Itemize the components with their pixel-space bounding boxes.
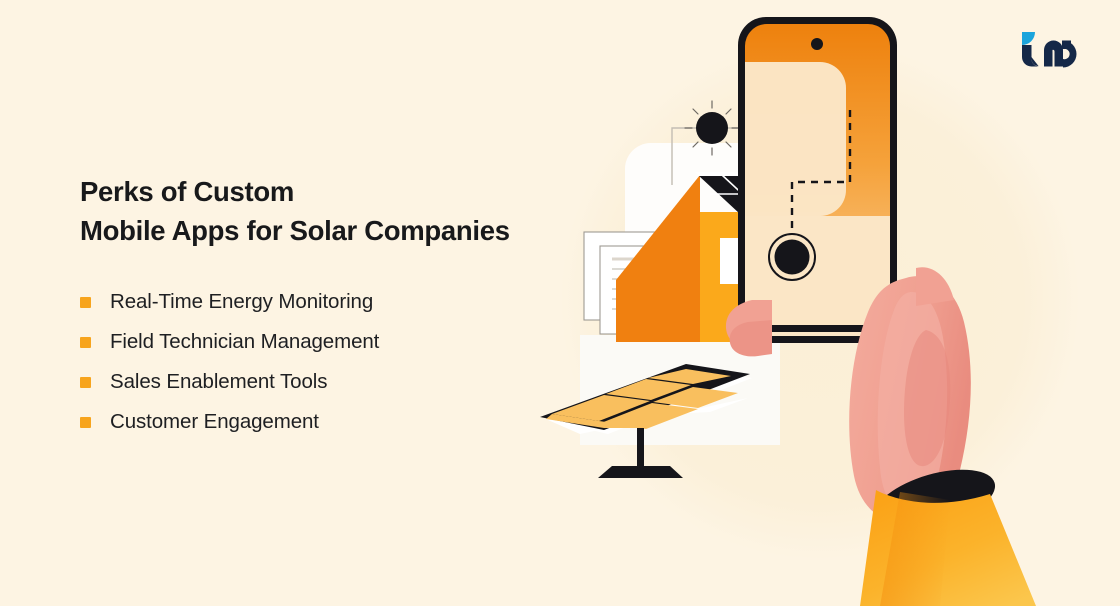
sun-icon — [684, 100, 740, 156]
benefits-list: Real-Time Energy Monitoring Field Techni… — [80, 282, 600, 442]
list-item-label: Real-Time Energy Monitoring — [110, 290, 374, 314]
solar-mobile-app-illustration — [520, 0, 1120, 606]
illustration-svg — [540, 17, 1080, 606]
panel-pole — [637, 428, 644, 472]
phone-home-ring — [768, 233, 816, 281]
panel-cell — [653, 387, 738, 408]
panel-cell — [606, 379, 691, 400]
hand-finger-left-2 — [729, 320, 772, 357]
ground-solar-panel — [540, 364, 752, 478]
logo-cyan-accent — [1022, 32, 1035, 45]
panel-base — [598, 466, 683, 478]
panel-cell — [648, 369, 731, 384]
phone-bottom-bar — [745, 325, 890, 332]
sun-rays — [684, 100, 740, 156]
house-left-wall — [616, 280, 700, 342]
hand-shadow — [904, 330, 951, 467]
list-item: Sales Enablement Tools — [80, 362, 600, 402]
bullet-square-icon — [80, 416, 91, 428]
sleeve-shade — [880, 492, 950, 606]
list-item: Customer Engagement — [80, 402, 600, 442]
bullet-square-icon — [80, 296, 91, 308]
bullet-square-icon — [80, 336, 91, 348]
page-title: Perks of Custom Mobile Apps for Solar Co… — [80, 172, 600, 250]
phone-camera-icon — [811, 38, 823, 50]
tro-logo[interactable] — [1018, 26, 1094, 74]
phone-home-button[interactable] — [774, 239, 810, 275]
tro-logo-icon — [1022, 32, 1077, 68]
panel-cell — [601, 403, 698, 429]
hand-holding-phone — [725, 267, 971, 524]
phone-overlay-panel — [745, 62, 846, 216]
list-item: Real-Time Energy Monitoring — [80, 282, 600, 322]
text-block: Perks of Custom Mobile Apps for Solar Co… — [80, 172, 600, 442]
hand-fingertip — [916, 267, 954, 306]
sun-core — [696, 112, 728, 144]
panel-cell-row2-left — [546, 414, 647, 428]
bullet-square-icon — [80, 376, 91, 388]
logo-n — [1044, 40, 1063, 67]
sleeve-cuff — [860, 469, 1036, 606]
panel-cell — [552, 395, 650, 421]
house-gable — [616, 175, 700, 280]
sleeve-shading-group — [880, 492, 950, 606]
logo-t-body — [1022, 45, 1039, 67]
list-item-label: Field Technician Management — [110, 330, 380, 354]
list-item-label: Sales Enablement Tools — [110, 370, 328, 394]
list-item-label: Customer Engagement — [110, 410, 319, 434]
logo-o-join — [1062, 40, 1071, 49]
headline-line-2: Mobile Apps for Solar Companies — [80, 215, 510, 247]
list-item: Field Technician Management — [80, 322, 600, 362]
headline-line-1: Perks of Custom — [80, 176, 295, 207]
